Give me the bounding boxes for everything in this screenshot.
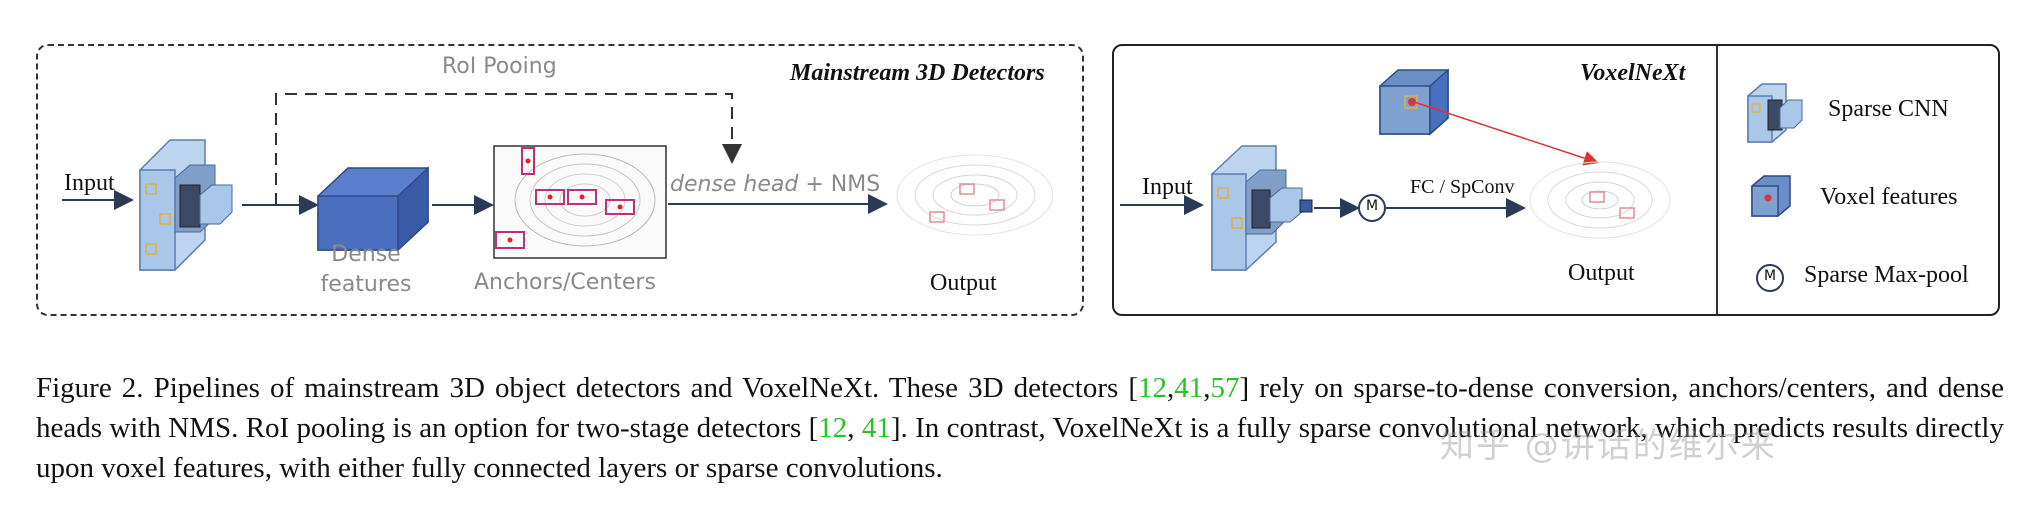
input-label-right: Input	[1142, 174, 1193, 200]
input-label-left: Input	[64, 170, 115, 196]
roi-pooling-label: RoI Pooing	[442, 54, 557, 79]
citation-12[interactable]: 12	[1137, 372, 1167, 404]
fc-spconv-label: FC / SpConv	[1410, 176, 1515, 198]
citation-57[interactable]: 57	[1210, 372, 1240, 404]
citation-41[interactable]: 41	[1174, 372, 1204, 404]
anchors-bev-image	[493, 145, 667, 259]
legend-m-letter: M	[1763, 268, 1777, 284]
caption-sep: ,	[1166, 372, 1175, 404]
caption-part-1: Figure 2. Pipelines of mainstream 3D obj…	[36, 372, 1138, 404]
legend-divider	[1716, 46, 1718, 314]
voxelnext-panel	[1112, 44, 2000, 316]
caption-sep: ,	[1203, 372, 1211, 404]
output-label-left: Output	[930, 270, 997, 296]
sparse-maxpool-symbol	[1358, 194, 1386, 222]
dense-features-block	[317, 166, 429, 252]
output-label-right: Output	[1568, 260, 1635, 286]
dense-label-1: Dense	[331, 242, 401, 267]
head-label: dense head + NMS	[670, 172, 880, 197]
citation-41b[interactable]: 41	[861, 412, 891, 444]
output-pointcloud-left	[896, 154, 1054, 236]
legend-voxel-label: Voxel features	[1820, 184, 1958, 210]
legend-maxpool-icon	[1756, 264, 1784, 292]
head-label-rest: + NMS	[798, 172, 881, 197]
caption-part-2: ] rely on sparse-to-dense conversion, an…	[36, 372, 2004, 444]
caption-sep: ,	[847, 412, 862, 444]
sparse-cnn-right	[1211, 145, 1313, 271]
dense-label-2: features	[320, 272, 412, 297]
citation-12b[interactable]: 12	[818, 412, 848, 444]
voxelnext-title: VoxelNeXt	[1580, 60, 1686, 86]
sparse-cnn-left	[139, 139, 233, 271]
maxpool-m-letter: M	[1365, 198, 1379, 214]
mainstream-panel	[36, 44, 1084, 316]
legend-maxpool-label: Sparse Max-pool	[1804, 262, 1969, 288]
roi-pooling-path	[275, 93, 742, 205]
output-pointcloud-right	[1529, 161, 1671, 239]
watermark: 知乎 @讲话的维尔来	[1440, 426, 1777, 466]
head-label-italic: dense head	[670, 172, 799, 197]
anchors-label: Anchors/Centers	[474, 270, 656, 295]
legend-sparse-cnn-label: Sparse CNN	[1828, 96, 1949, 122]
legend-sparse-cnn-icon	[1747, 83, 1803, 143]
caption-part-3: ]. In contrast, VoxelNeXt is a fully spa…	[36, 412, 2004, 484]
legend-voxel-icon	[1751, 175, 1791, 217]
mainstream-title: Mainstream 3D Detectors	[790, 60, 1045, 86]
figure-caption: Figure 2. Pipelines of mainstream 3D obj…	[36, 368, 2004, 488]
